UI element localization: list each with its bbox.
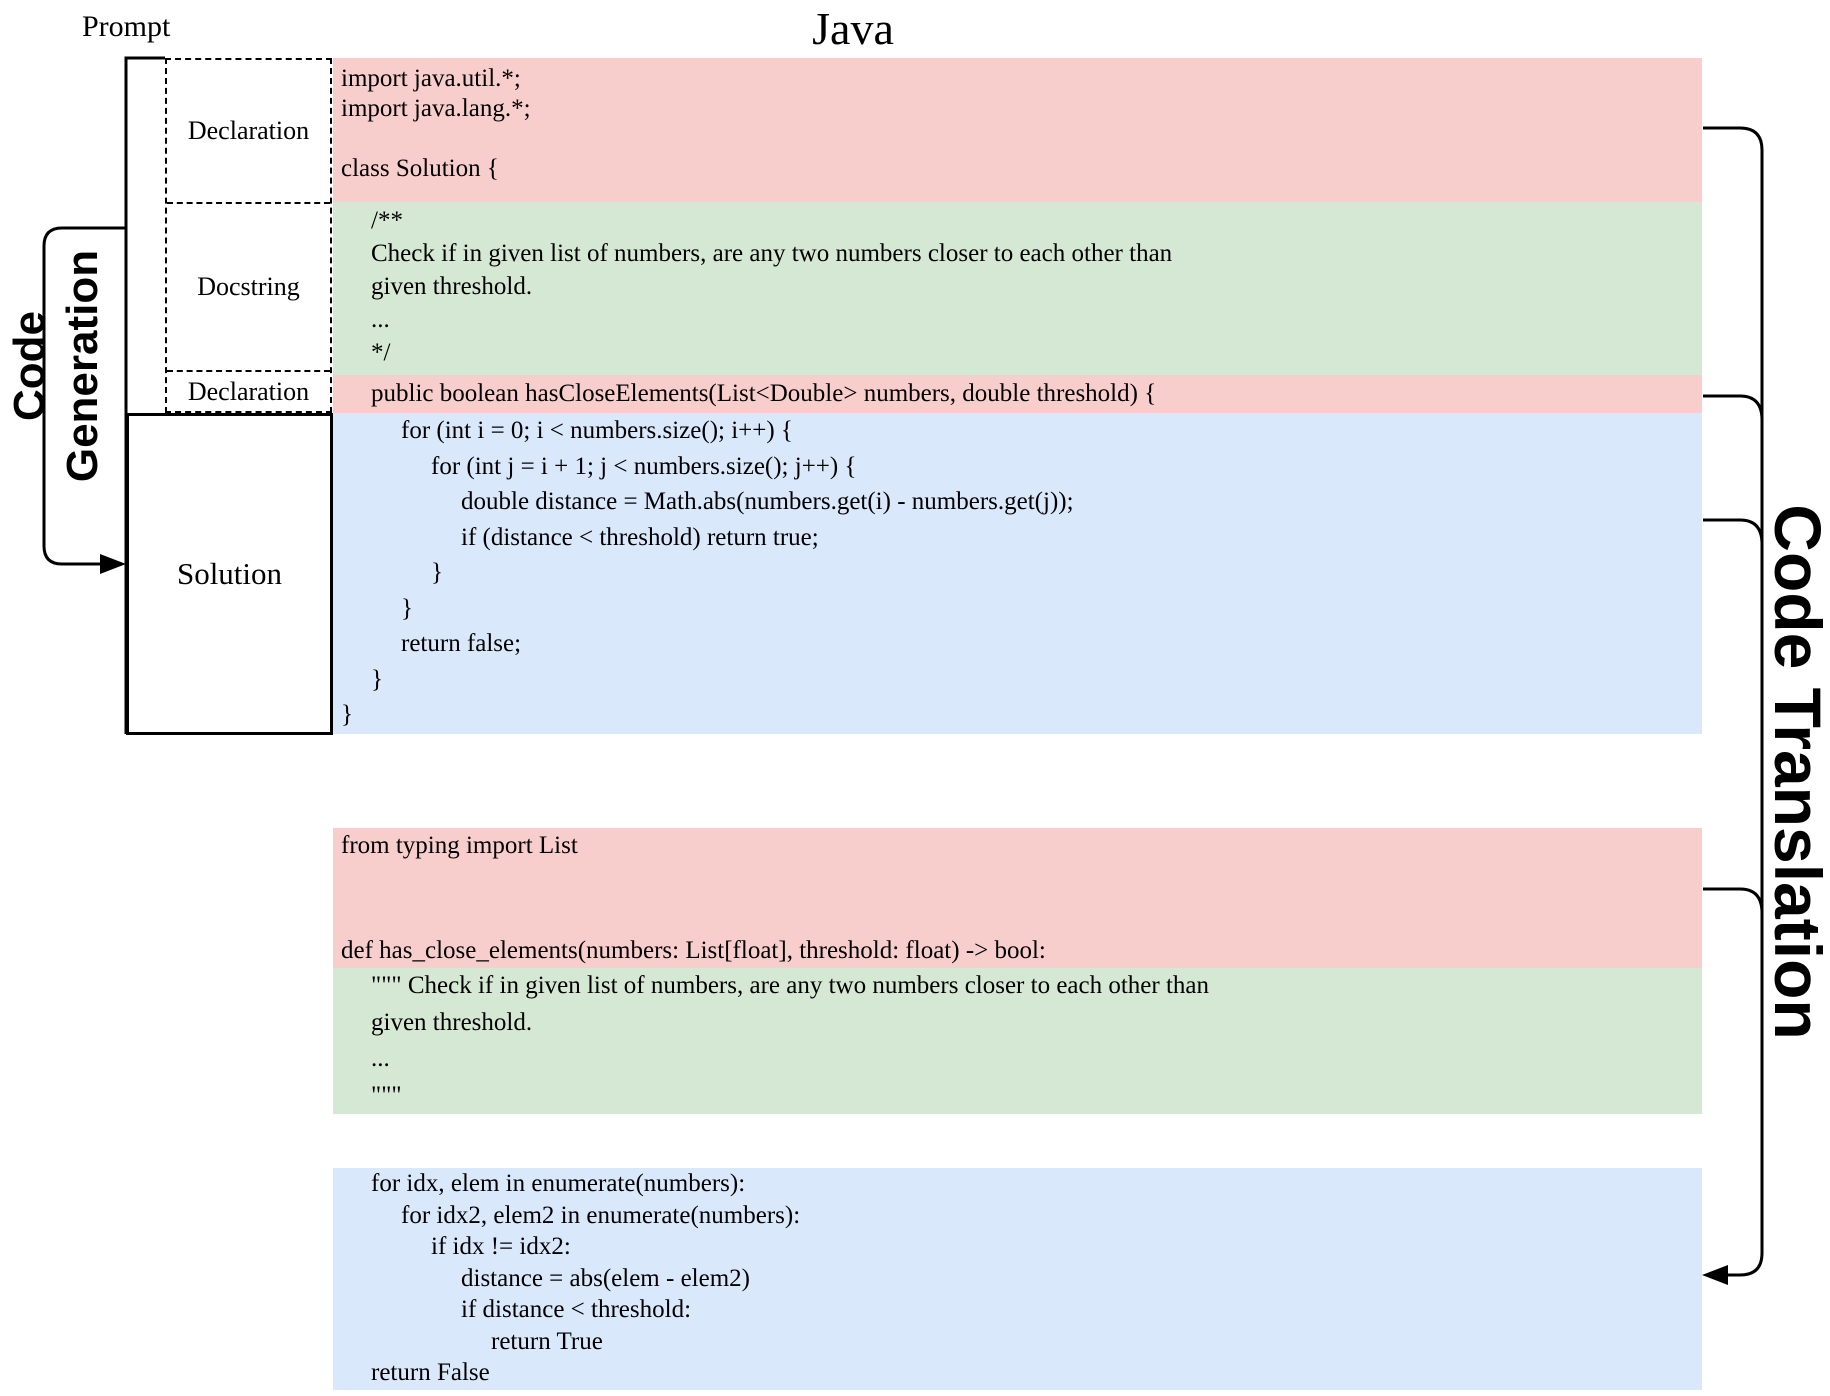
- java-title: Java: [812, 3, 894, 54]
- code-line: for (int j = i + 1; j < numbers.size(); …: [431, 452, 857, 480]
- code-translation-label: Code Translation: [1761, 504, 1830, 1040]
- code-line: distance = abs(elem - elem2): [461, 1264, 750, 1292]
- declaration-box-1: Declaration: [167, 60, 330, 202]
- docstring-box-label: Docstring: [197, 272, 300, 301]
- java-declaration2-block: public boolean hasCloseElements(List<Dou…: [333, 375, 1702, 413]
- code-generation-label-line2: Generation: [58, 249, 107, 483]
- code-line: from typing import List: [341, 832, 578, 859]
- code-line: [333, 898, 1702, 933]
- java-solution-block: for (int i = 0; i < numbers.size(); i++)…: [333, 413, 1702, 734]
- translation-arm-java-solution: [1703, 518, 1764, 545]
- solution-box-label: Solution: [176, 556, 283, 591]
- code-line: [333, 124, 1702, 154]
- declaration-box-2-label: Declaration: [187, 376, 310, 406]
- code-line: */: [371, 339, 391, 366]
- code-generation-label-line1: Code: [5, 311, 54, 421]
- python-docstring-block: """ Check if in given list of numbers, a…: [333, 968, 1702, 1114]
- code-line: for idx2, elem2 in enumerate(numbers):: [401, 1201, 801, 1229]
- translation-arrow-icon: [1702, 1265, 1728, 1285]
- java-declaration-block: import java.util.*; import java.lang.*; c…: [333, 58, 1702, 202]
- code-line: def has_close_elements(numbers: List[flo…: [341, 937, 1046, 964]
- code-line: return false;: [401, 630, 522, 657]
- code-line: return False: [371, 1359, 490, 1386]
- code-line: import java.util.*;: [341, 65, 521, 92]
- prompt-label: Prompt: [82, 10, 171, 43]
- code-line: Check if in given list of numbers, are a…: [371, 240, 1173, 267]
- docstring-box: Docstring: [167, 202, 330, 370]
- code-line: return True: [491, 1327, 603, 1355]
- code-line: given threshold.: [371, 273, 533, 300]
- code-line: if idx != idx2:: [431, 1233, 571, 1260]
- code-line: for idx, elem in enumerate(numbers):: [371, 1170, 746, 1197]
- translation-arm-python-declaration: [1703, 887, 1764, 914]
- code-line: ...: [371, 306, 390, 333]
- code-line: if (distance < threshold) return true;: [461, 523, 819, 551]
- java-docstring-block: /** Check if in given list of numbers, ar…: [333, 202, 1702, 375]
- code-line: if distance < threshold:: [461, 1296, 692, 1323]
- code-line: }: [371, 665, 383, 693]
- python-declaration-block: from typing import List def has_close_el…: [333, 828, 1702, 968]
- code-line: }: [401, 594, 413, 622]
- code-line: import java.lang.*;: [341, 95, 531, 122]
- python-solution-block: for idx, elem in enumerate(numbers): for …: [333, 1168, 1702, 1390]
- code-line: for (int i = 0; i < numbers.size(); i++)…: [401, 417, 793, 444]
- translation-arm-declaration2: [1703, 394, 1764, 421]
- declaration-box-2: Declaration: [167, 370, 330, 411]
- code-line: public boolean hasCloseElements(List<Dou…: [371, 380, 1157, 407]
- code-line: class Solution {: [341, 155, 499, 182]
- declaration-box-1-label: Declaration: [187, 116, 310, 145]
- code-line: /**: [371, 207, 403, 234]
- code-generation-label: Code Generation: [3, 206, 113, 526]
- code-line: }: [431, 559, 443, 586]
- code-line: """ Check if in given list of numbers, a…: [371, 972, 1210, 999]
- code-line: }: [341, 701, 353, 728]
- translation-bracket-line: [1703, 126, 1764, 1277]
- code-line: given threshold.: [371, 1008, 533, 1036]
- generation-arrow-icon: [100, 554, 126, 574]
- code-line: double distance = Math.abs(numbers.get(i…: [461, 488, 1074, 515]
- code-line: """: [371, 1081, 402, 1109]
- prompt-box: Declaration Docstring Declaration: [165, 58, 332, 413]
- code-line: [333, 863, 1702, 898]
- solution-box: Solution: [126, 413, 333, 735]
- code-line: ...: [371, 1045, 390, 1072]
